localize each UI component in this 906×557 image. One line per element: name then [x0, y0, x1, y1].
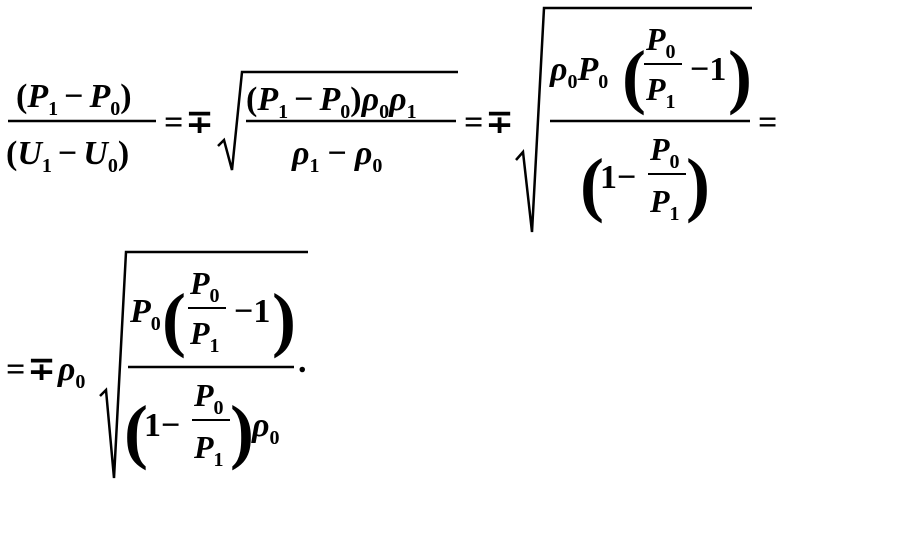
line2-den-one-minus: 1− — [144, 407, 180, 444]
line2-num-inner-den: P1 — [189, 315, 220, 357]
term2-num-lparen: ( — [622, 36, 646, 116]
term2-den-inner-num: P0 — [649, 131, 680, 173]
term1-sqrt: (P1−P0)ρ0ρ1 ρ1−ρ0 — [217, 70, 458, 177]
line2-den-rparen: ) — [230, 391, 254, 471]
term1-denominator: ρ1−ρ0 — [291, 135, 382, 177]
term2-sqrt: ρ0P0 ( P0 P1 −1 ) ( 1− P0 — [515, 6, 752, 233]
term2-denominator: ( 1− P0 P1 ) — [580, 131, 710, 225]
line2-num-minus-one: −1 — [234, 293, 270, 330]
term2-numerator: ρ0P0 ( P0 P1 −1 ) — [549, 21, 752, 116]
term2-den-rparen: ) — [686, 144, 710, 224]
line2-den-inner-num: P0 — [193, 377, 224, 419]
lhs-fraction: (P1−P0) (U1−U0) — [6, 78, 156, 177]
line2-num-lparen: ( — [162, 279, 186, 359]
term2-num-minus-one: −1 — [690, 51, 726, 88]
radical-sign-1 — [217, 70, 458, 171]
term2-num-inner-num: P0 — [645, 21, 676, 63]
equals-mp-2: =∓ — [464, 104, 514, 141]
lhs-denominator: (U1−U0) — [6, 135, 129, 177]
line2-denominator: ( 1− P0 P1 ) ρ0 — [124, 377, 280, 471]
line2-num-inner-num: P0 — [189, 265, 220, 307]
term1-numerator: (P1−P0)ρ0ρ1 — [246, 81, 417, 123]
term2-num-inner-den: P1 — [645, 71, 676, 113]
line2-den-inner-den: P1 — [193, 429, 224, 471]
line2-num-rparen: ) — [272, 279, 296, 359]
line2-den-rho: ρ0 — [251, 407, 280, 449]
period: . — [298, 343, 307, 380]
term2-den-one-minus: 1− — [600, 159, 636, 196]
term2-num-rparen: ) — [728, 36, 752, 116]
radical-sign-3 — [99, 250, 308, 479]
line2-numerator: P0 ( P0 P1 −1 ) — [129, 265, 296, 359]
term2-den-lparen: ( — [580, 144, 604, 224]
line2-sqrt: P0 ( P0 P1 −1 ) ( 1− P0 — [99, 250, 308, 479]
term2-den-inner-den: P1 — [649, 183, 680, 225]
term2-num-prefix: ρ0P0 — [549, 51, 608, 93]
line2-den-lparen: ( — [124, 391, 148, 471]
equals-end-1: = — [758, 104, 777, 141]
equals-mp-1: =∓ — [164, 104, 214, 141]
line2-prefix: =∓ρ0 — [6, 351, 85, 393]
line2-num-prefix: P0 — [129, 293, 161, 335]
lhs-numerator: (P1−P0) — [16, 78, 132, 120]
radical-sign-2 — [515, 6, 752, 233]
